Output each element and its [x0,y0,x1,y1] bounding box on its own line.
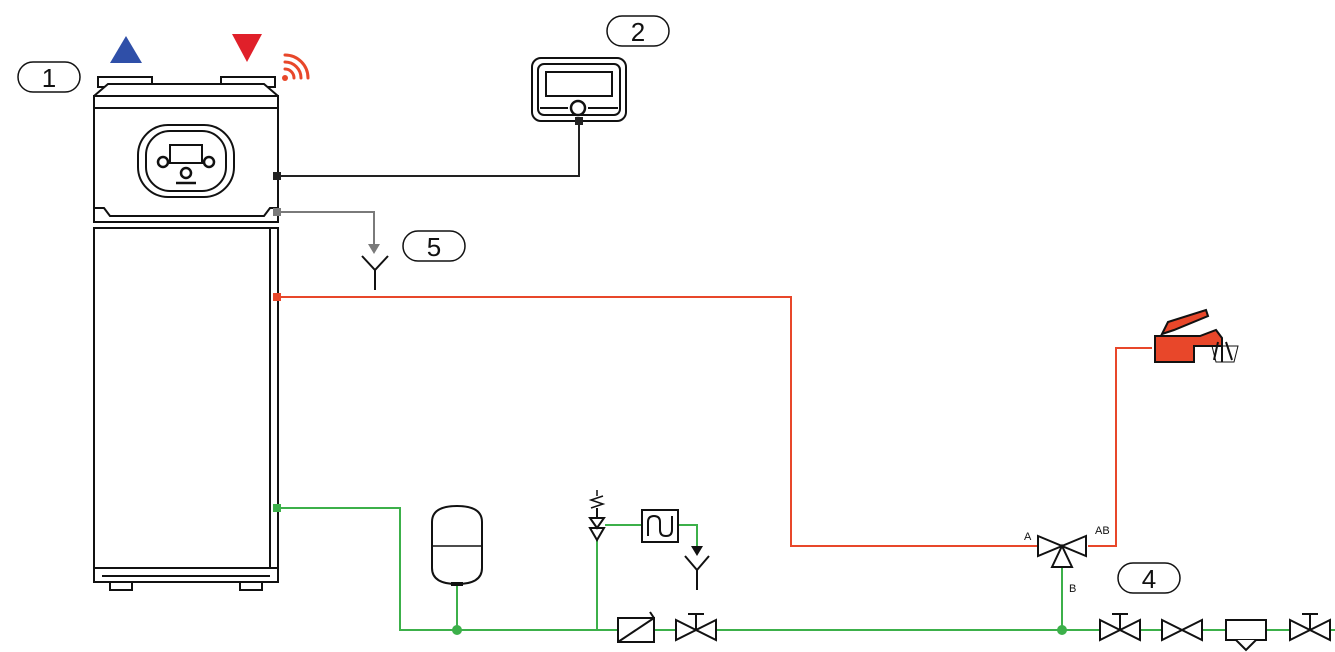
svg-text:2: 2 [631,17,645,47]
callout-4: 4 [1117,562,1181,594]
reducing-valve-icon [1161,618,1203,642]
valve-port-a: A [1024,531,1032,543]
expansion-vessel-icon [431,504,483,630]
heat-pump-water-heater-icon [93,76,279,591]
cable-connection-point [575,117,583,125]
air-inlet-arrow-icon [110,36,142,63]
air-outlet-arrow-icon [232,34,262,62]
isolation-valve-icon [1099,613,1141,642]
valve-port-b: B [1069,583,1076,595]
hot-water-pipe-to-tap [1088,347,1152,547]
cold-water-pipe [278,507,1335,631]
svg-text:1: 1 [42,63,56,93]
safety-valve-group [588,490,710,630]
callout-5: 5 [402,230,466,262]
svg-text:4: 4 [1142,564,1156,594]
isolation-valve-icon [1289,613,1331,642]
wifi-icon [282,53,310,81]
callout-1: 1 [17,61,81,93]
room-controller-icon [531,57,627,122]
check-valve-icon [617,611,655,643]
isolation-valve-icon [675,613,717,642]
hot-water-pipe [278,296,1038,547]
hot-water-tap-icon [1154,308,1239,363]
svg-text:5: 5 [427,232,441,262]
valve-port-ab: AB [1095,525,1110,537]
condensate-drain [273,208,389,290]
hot-water-outlet [273,293,281,301]
mixing-valve-icon: A AB B [1024,525,1110,630]
filter-icon [1225,619,1267,652]
cable-connection-point [273,172,281,180]
cold-water-inlet [273,504,281,512]
callout-2: 2 [606,15,670,47]
control-cable [278,121,580,177]
